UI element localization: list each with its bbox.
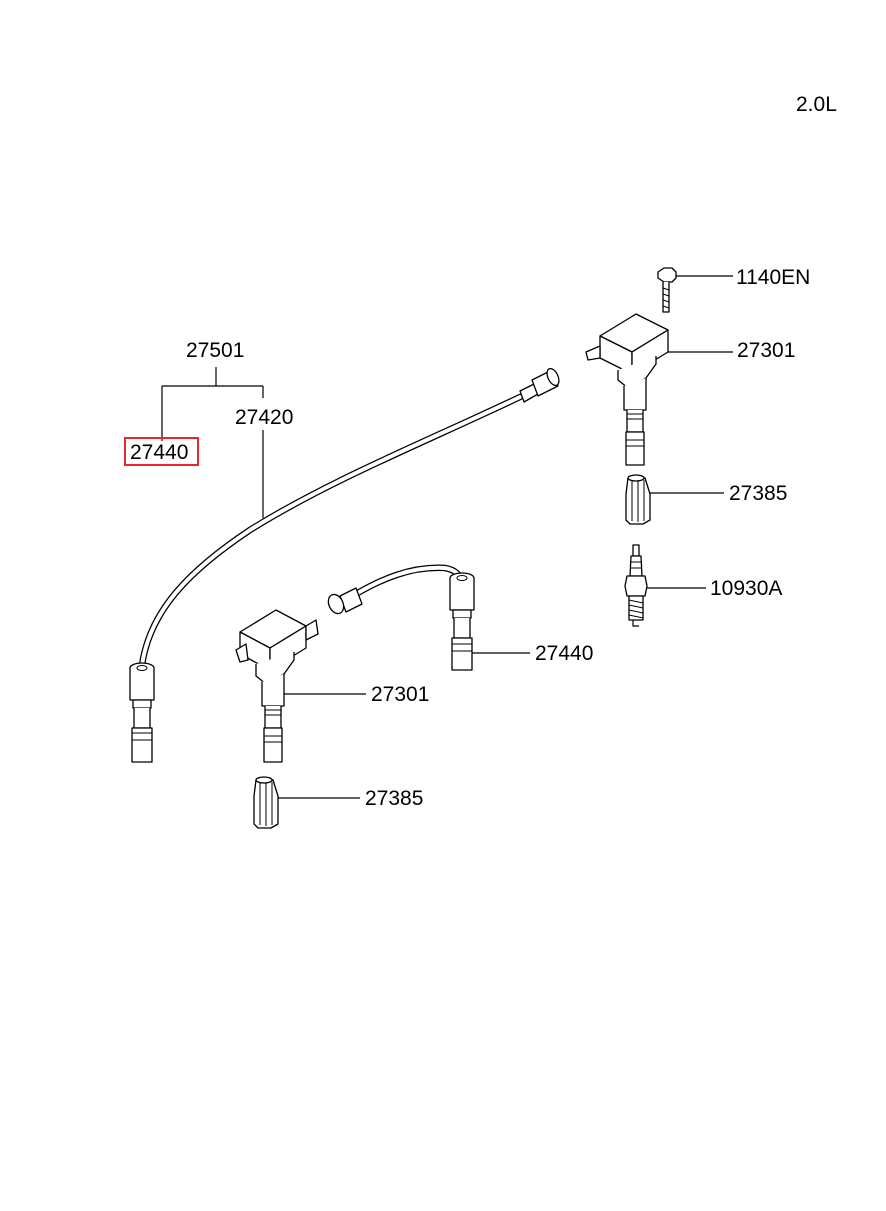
long-ignition-cable bbox=[129, 367, 560, 763]
part-label-27301-top[interactable]: 27301 bbox=[737, 339, 795, 362]
ignition-coil-bottom bbox=[235, 609, 366, 763]
short-cable-end-connector bbox=[327, 587, 363, 615]
part-label-10930A[interactable]: 10930A bbox=[710, 577, 782, 600]
part-label-27385-bottom[interactable]: 27385 bbox=[365, 787, 423, 810]
cable-end-connector-top bbox=[519, 367, 560, 403]
short-cable-boot bbox=[449, 572, 475, 671]
part-label-27440-short[interactable]: 27440 bbox=[535, 642, 593, 665]
part-label-1140EN[interactable]: 1140EN bbox=[736, 266, 810, 289]
part-label-27420[interactable]: 27420 bbox=[235, 406, 293, 429]
part-label-27501[interactable]: 27501 bbox=[186, 339, 244, 362]
part-label-27301-bottom[interactable]: 27301 bbox=[371, 683, 429, 706]
cable-end-boot-bottom bbox=[129, 662, 155, 763]
boot-top bbox=[625, 474, 724, 525]
highlighted-part[interactable]: 27440 bbox=[124, 437, 199, 466]
part-label-27440-highlighted[interactable]: 27440 bbox=[130, 441, 188, 464]
spark-plug bbox=[624, 544, 706, 627]
boot-bottom bbox=[253, 776, 360, 829]
short-ignition-cable bbox=[327, 564, 530, 671]
assembly-bracket: 27501 bbox=[161, 339, 264, 518]
highlight-box bbox=[124, 437, 199, 466]
part-label-27385-top[interactable]: 27385 bbox=[729, 482, 787, 505]
ignition-coil-top bbox=[585, 313, 733, 466]
engine-variant-label: 2.0L bbox=[796, 93, 837, 116]
bolt bbox=[657, 267, 733, 313]
